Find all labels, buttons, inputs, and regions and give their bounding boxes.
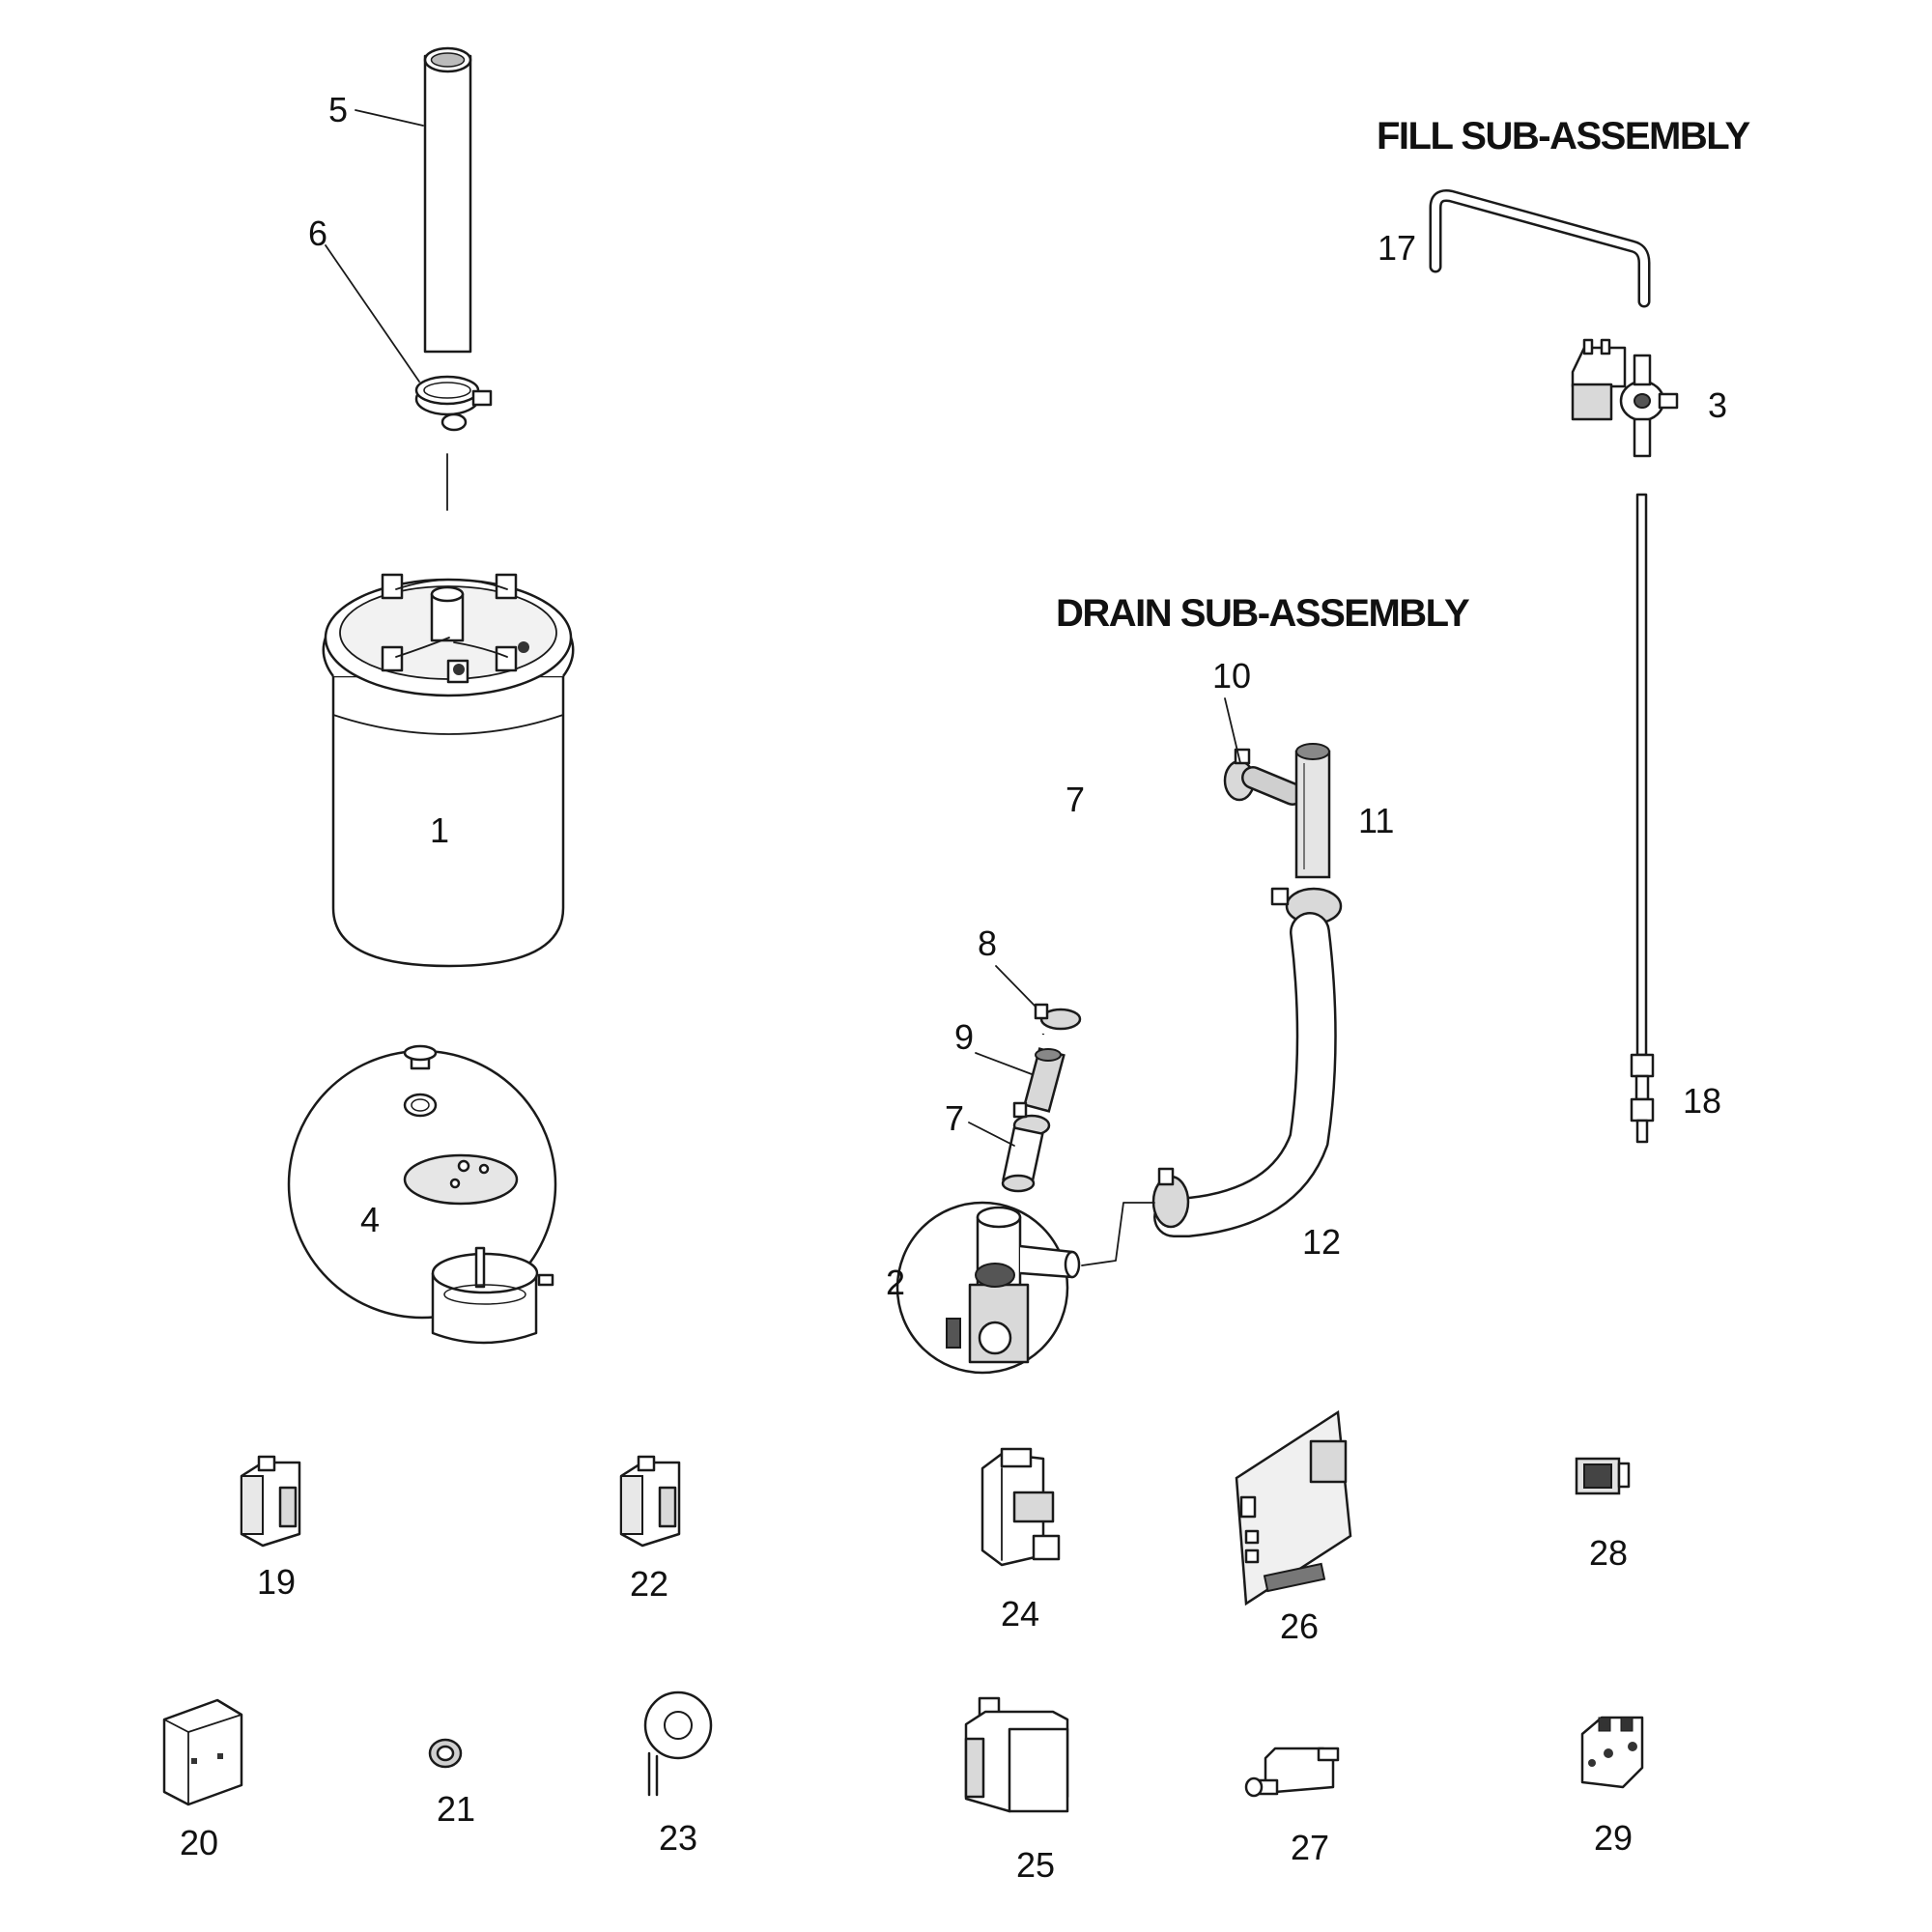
label-10: 10 [1212,656,1251,696]
part-20-terminal-block [162,1698,243,1806]
label-6: 6 [308,213,327,253]
leader-6 [325,244,420,383]
part-27-limit-switch [1244,1747,1340,1798]
label-8: 8 [978,923,997,963]
label-3: 3 [1708,385,1727,425]
part-28-rocker-switch [1575,1457,1631,1495]
label-4: 4 [360,1200,380,1239]
label-12: 12 [1302,1222,1341,1262]
part-4-detail-bubble [287,1044,557,1345]
label-1: 1 [430,810,449,850]
part-8-clamp [1034,1003,1082,1031]
part-9-reducer [1023,1047,1065,1113]
label-17: 17 [1378,228,1416,268]
part-2-drain-valve [895,1201,1081,1375]
part-21-bushing [428,1738,463,1769]
part-17-fill-tube [1429,189,1651,308]
part-18-fill-line [1630,493,1655,1144]
leader-10 [1224,697,1241,764]
label-25: 25 [1016,1845,1055,1885]
leader-5 [355,109,424,127]
label-11: 11 [1358,801,1394,840]
fill-sub-assembly-title: FILL SUB-ASSEMBLY [1377,115,1750,157]
label-7b: 7 [945,1098,964,1138]
leader-7b [968,1122,1015,1147]
label-24: 24 [1001,1594,1039,1634]
label-18: 18 [1683,1081,1721,1121]
part-3-fill-valve [1571,338,1679,458]
part-22-relay [619,1455,681,1548]
drain-sub-assembly [1001,724,1343,1266]
label-28: 28 [1589,1533,1628,1573]
part-6-hose-clamp [414,375,493,432]
label-19: 19 [257,1562,296,1602]
label-5: 5 [328,90,348,129]
part-1-steam-cylinder [322,573,575,968]
part-5-tube [423,46,472,354]
drain-sub-assembly-title: DRAIN SUB-ASSEMBLY [1056,592,1470,635]
part-26-circuit-board [1235,1409,1352,1606]
label-21: 21 [437,1789,475,1829]
label-7a: 7 [1065,780,1085,819]
part-25-transformer [964,1696,1069,1813]
label-29: 29 [1594,1818,1633,1858]
leader-8 [995,965,1037,1008]
label-2: 2 [886,1263,905,1302]
part-23-current-sensor [643,1690,713,1797]
part-11-tee-fitting [1294,743,1331,879]
part-19-relay [240,1455,301,1548]
label-26: 26 [1280,1606,1319,1646]
label-27: 27 [1291,1828,1329,1867]
part-29-terminal-block [1580,1716,1644,1789]
label-22: 22 [630,1564,668,1604]
label-23: 23 [659,1818,697,1858]
part-24-contactor [980,1447,1061,1567]
label-9: 9 [954,1017,974,1057]
label-20: 20 [180,1823,218,1862]
leader-9 [975,1052,1033,1075]
